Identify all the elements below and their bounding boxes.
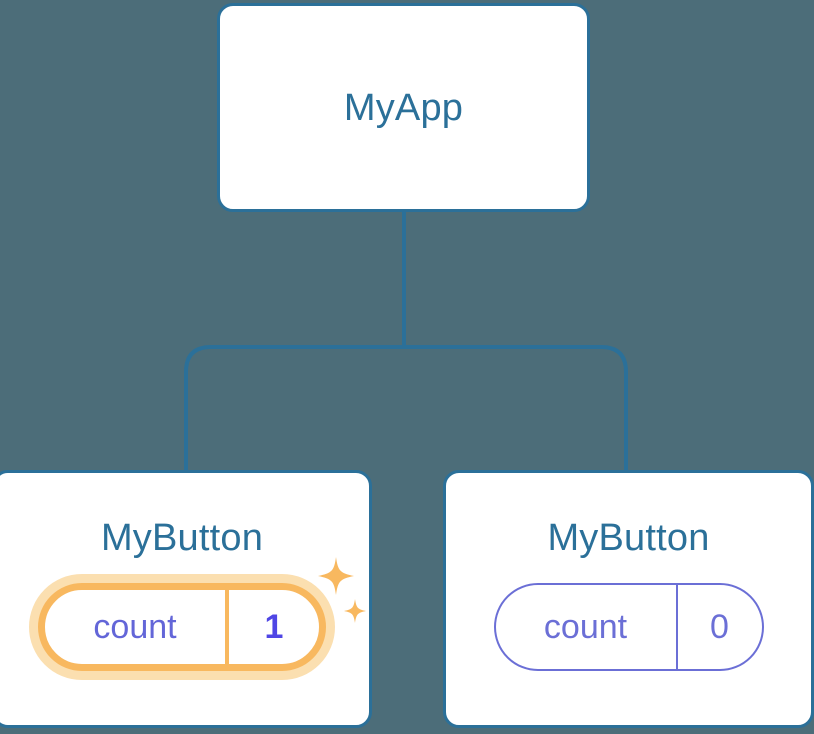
- node-title: MyButton: [547, 517, 710, 559]
- node-myapp[interactable]: MyApp: [217, 3, 590, 212]
- pill-divider: [225, 590, 229, 664]
- pill-divider: [675, 585, 678, 669]
- state-pill-highlighted[interactable]: count 1: [38, 583, 326, 671]
- state-value: 1: [264, 608, 284, 646]
- node-mybutton-left[interactable]: MyButton count 1: [0, 470, 372, 728]
- node-title: MyApp: [343, 86, 464, 129]
- state-pill-wrapper: count 1: [38, 557, 366, 671]
- node-title: MyButton: [100, 517, 264, 559]
- node-mybutton-right[interactable]: MyButton count 0: [443, 470, 814, 728]
- state-pill-wrapper: count 0: [493, 583, 764, 671]
- edge-branch-bar: [184, 345, 628, 470]
- state-key: count: [543, 608, 628, 646]
- state-pill[interactable]: count 0: [493, 583, 764, 671]
- state-value: 0: [710, 608, 729, 646]
- state-key: count: [93, 608, 177, 646]
